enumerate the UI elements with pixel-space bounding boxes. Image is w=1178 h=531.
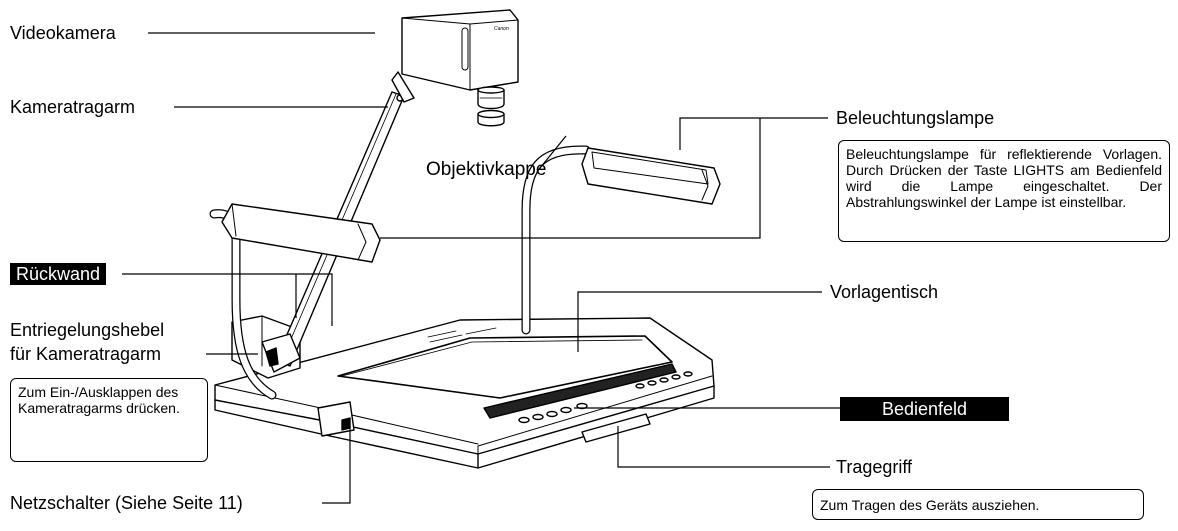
note-tragegriff: Zum Tragen des Geräts ausziehen. <box>812 489 1144 520</box>
left-lamp-housing <box>221 203 381 263</box>
label-tragegriff: Tragegriff <box>836 457 913 477</box>
camera-brand-mark: Canon <box>494 26 509 32</box>
label-rueckwand: Rückwand <box>10 263 107 285</box>
camera-head <box>391 9 519 103</box>
label-entriegelungshebel-line2: für Kameratragarm <box>10 344 162 364</box>
label-vorlagentisch: Vorlagentisch <box>830 282 939 302</box>
label-kameratragarm: Kameratragarm <box>10 97 136 117</box>
label-bedienfeld: Bedienfeld <box>840 397 1009 421</box>
control-panel-buttons <box>518 371 693 424</box>
label-entriegelungshebel-line1: Entriegelungshebel <box>10 320 165 340</box>
leader-lines <box>122 32 840 504</box>
control-panel-strip <box>483 363 677 419</box>
base-label-plate <box>427 327 497 343</box>
document-stage-surface <box>337 335 673 399</box>
note-beleuchtungslampe: Beleuchtungslampe für reflektierende Vor… <box>838 140 1170 242</box>
right-lamp-housing <box>581 147 721 205</box>
label-beleuchtungslampe: Beleuchtungslampe <box>836 108 995 128</box>
note-entriegelungshebel: Zum Ein-/Ausklappen des Kameratragarms d… <box>10 378 208 462</box>
label-netzschalter: Netzschalter (Siehe Seite 11) <box>10 493 243 513</box>
label-videokamera: Videokamera <box>10 23 116 43</box>
lens-cap <box>477 109 505 127</box>
label-objektivkappe: Objektivkappe <box>426 159 547 180</box>
carrying-handle <box>581 413 651 443</box>
camera-lens <box>477 86 505 110</box>
